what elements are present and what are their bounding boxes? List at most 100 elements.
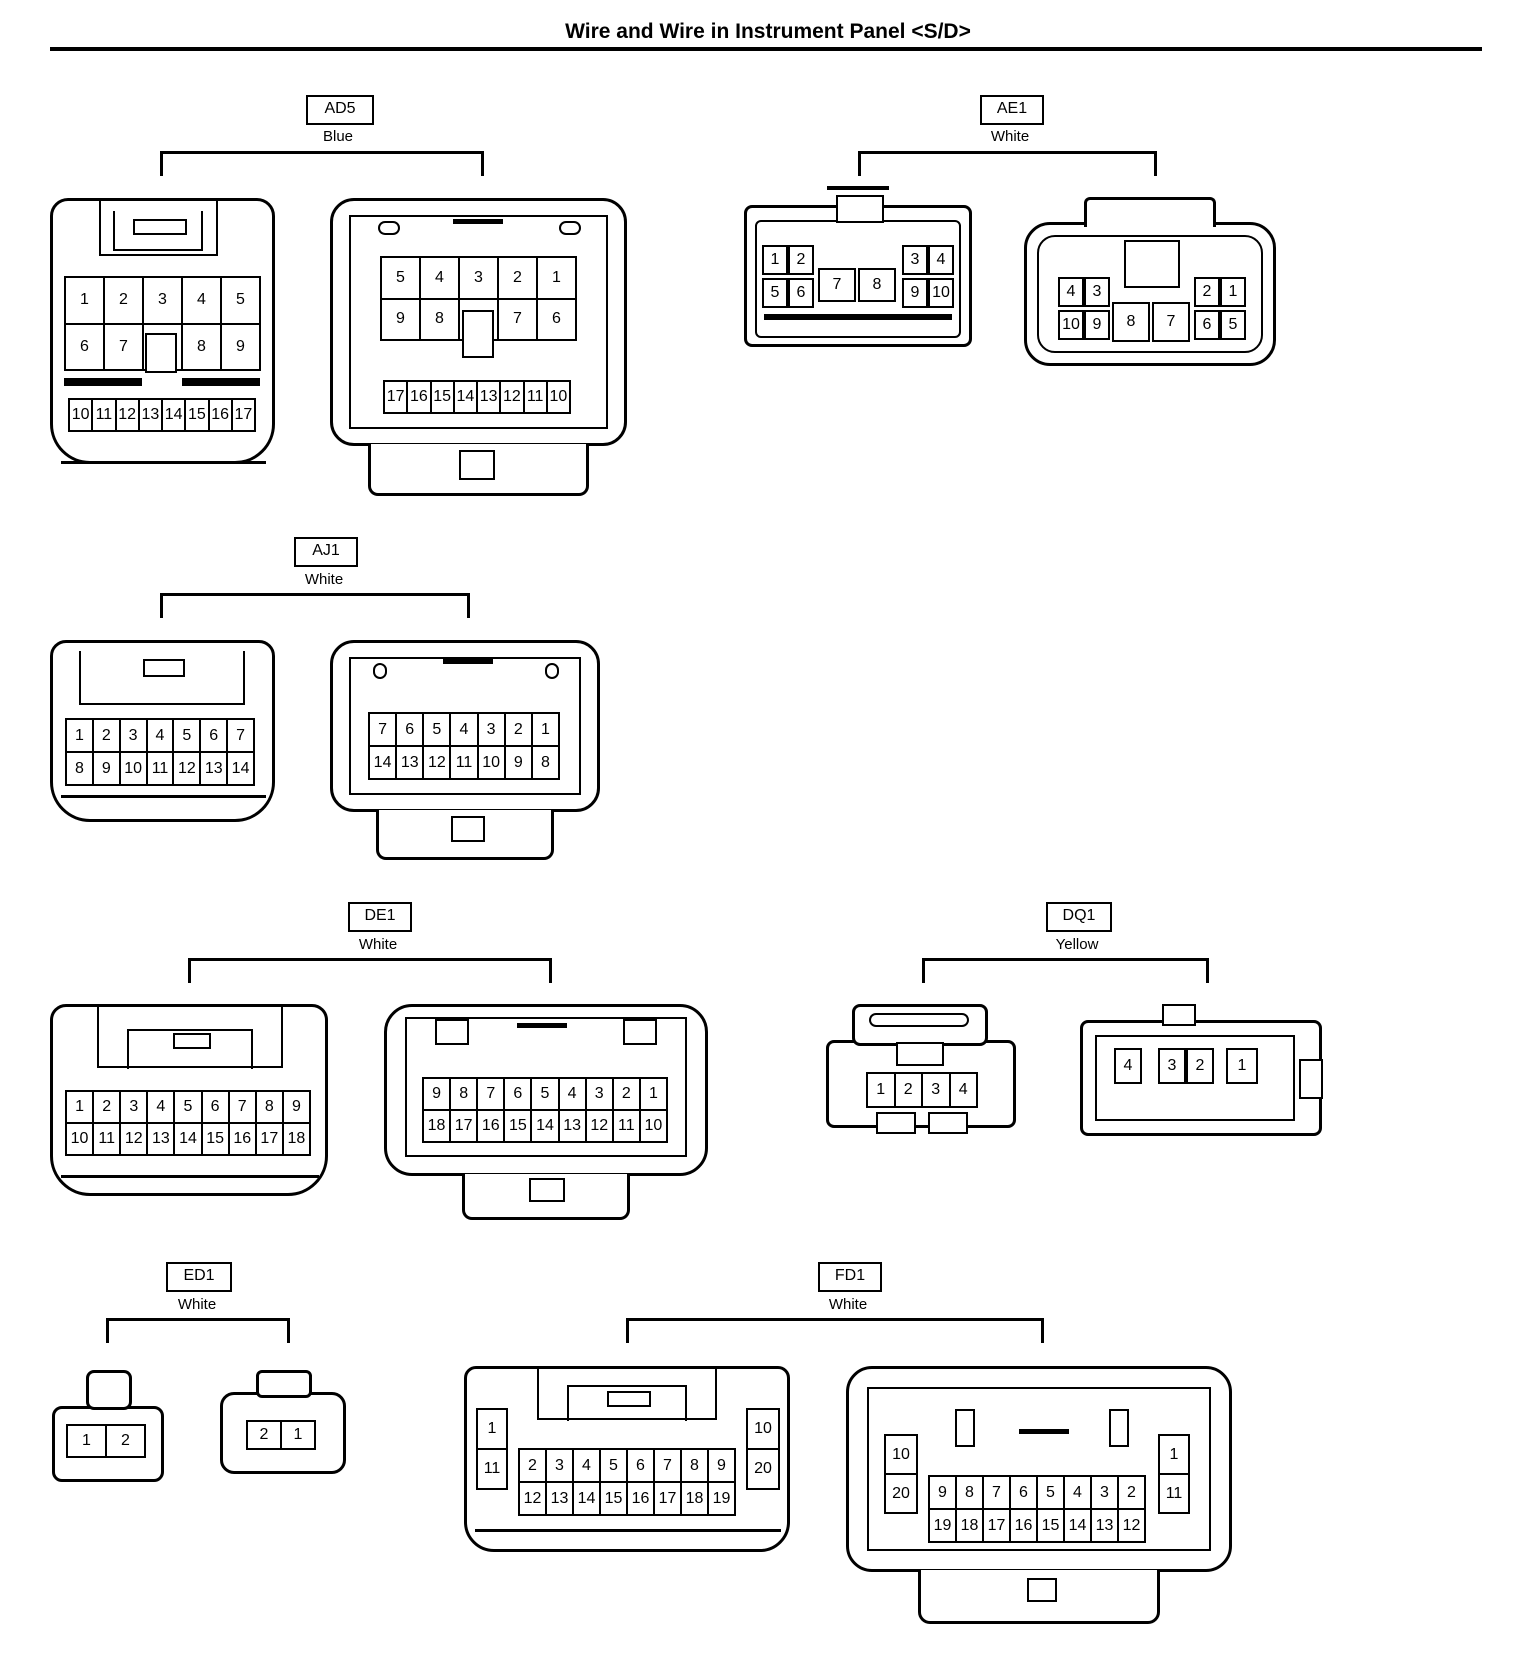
pin: 13: [148, 1124, 174, 1154]
pin: 5: [762, 278, 788, 308]
pin: 13: [139, 400, 161, 430]
pin: 18: [957, 1510, 982, 1541]
pin-grid: 17 16 15 14 13 12 11 10: [383, 380, 571, 414]
pin: 14: [163, 400, 185, 430]
pin: 2: [788, 245, 814, 275]
pin: 1: [1160, 1436, 1188, 1473]
connector-latch: [256, 1370, 312, 1398]
pin: 9: [283, 1092, 309, 1122]
pin: 12: [121, 1124, 147, 1154]
pin: 11: [94, 1124, 120, 1154]
pin: 8: [682, 1450, 707, 1481]
pin: 20: [748, 1450, 778, 1488]
pin: 12: [424, 747, 450, 778]
pin: 4: [950, 1074, 976, 1106]
connector-color-label: White: [990, 128, 1030, 145]
pin: 4: [451, 714, 477, 745]
connector-latch: [852, 1004, 988, 1046]
pin-grid: 2 1: [246, 1420, 316, 1450]
pin: 10: [478, 747, 504, 778]
pin: 9: [1084, 310, 1110, 340]
pin-grid: 2 3 4 5 6 7 8 9 12 13 14 15 16 17 18 19: [518, 1448, 736, 1516]
pin: 6: [397, 714, 423, 745]
pin: 8: [256, 1092, 282, 1122]
pin: 20: [886, 1475, 916, 1512]
pin: 14: [370, 747, 396, 778]
pin: 15: [186, 400, 208, 430]
pin: 1: [640, 1079, 666, 1109]
connector-bracket: [188, 958, 552, 983]
pin: 6: [538, 299, 575, 339]
pin: 16: [478, 1111, 504, 1141]
pin: 12: [501, 382, 523, 412]
pin: 3: [460, 258, 497, 298]
pin: 1: [66, 278, 103, 323]
pin: 10: [1058, 310, 1084, 340]
pin: 17: [655, 1483, 680, 1514]
divider: [182, 378, 260, 386]
pin: 8: [1112, 302, 1150, 342]
pin: 1: [868, 1074, 894, 1106]
pin: 3: [923, 1074, 949, 1106]
pin: 9: [424, 1079, 450, 1109]
pin-slot: [876, 1112, 916, 1134]
pin: 13: [547, 1483, 572, 1514]
pin: 8: [858, 268, 896, 302]
pin: 7: [818, 268, 856, 302]
center-post: [836, 195, 884, 223]
pin: 4: [147, 720, 173, 751]
pin: 8: [532, 747, 558, 778]
pin: 13: [397, 747, 423, 778]
pin: 2: [105, 278, 142, 323]
pin-grid: 9 8 7 6 5 4 3 2 19 18 17 16 15 14 13 12: [928, 1475, 1146, 1543]
pin: 14: [532, 1111, 558, 1141]
connector-code-label: DE1: [348, 902, 412, 932]
connector-latch: [918, 1570, 1160, 1624]
pin: 10: [547, 382, 569, 412]
lock-key: [145, 333, 177, 373]
pin: 5: [424, 714, 450, 745]
pin: 18: [682, 1483, 707, 1514]
connector-color-label: White: [358, 936, 398, 953]
pin: 16: [408, 382, 430, 412]
pin: 10: [886, 1436, 916, 1473]
pin: 16: [628, 1483, 653, 1514]
pin: 11: [93, 400, 115, 430]
pin: 2: [93, 720, 119, 751]
pin: 11: [613, 1111, 639, 1141]
pin: 2: [248, 1422, 280, 1448]
pin: 19: [930, 1510, 955, 1541]
pin: 13: [201, 753, 227, 784]
pin: 2: [895, 1074, 921, 1106]
pin: 11: [147, 753, 173, 784]
connector-bracket: [922, 958, 1209, 983]
pin: 16: [1011, 1510, 1036, 1541]
pin: 6: [66, 324, 103, 369]
pin: 8: [67, 753, 92, 784]
pin: 1: [478, 1410, 506, 1448]
pin: 8: [183, 324, 220, 369]
connector-color-label: White: [177, 1296, 217, 1313]
connector-bracket: [626, 1318, 1044, 1343]
pin: 11: [478, 1450, 506, 1488]
pin: 17: [232, 400, 254, 430]
pin: 9: [902, 278, 928, 308]
pin: 2: [499, 258, 536, 298]
connector-code-label: AE1: [980, 95, 1044, 125]
pin: 3: [902, 245, 928, 275]
pin: 15: [505, 1111, 531, 1141]
pin: 6: [788, 278, 814, 308]
connector-bracket: [106, 1318, 290, 1343]
pin: 3: [1084, 277, 1110, 307]
title-rule: [50, 47, 1482, 51]
pin: 3: [547, 1450, 572, 1481]
pin: 5: [601, 1450, 626, 1481]
pin: 11: [451, 747, 477, 778]
pin: 14: [454, 382, 476, 412]
pin: 15: [431, 382, 453, 412]
pin-slot: [928, 1112, 968, 1134]
pin: 7: [1152, 302, 1190, 342]
pin: 11: [524, 382, 546, 412]
pin: 7: [229, 1092, 255, 1122]
lock-key: [896, 1042, 944, 1066]
